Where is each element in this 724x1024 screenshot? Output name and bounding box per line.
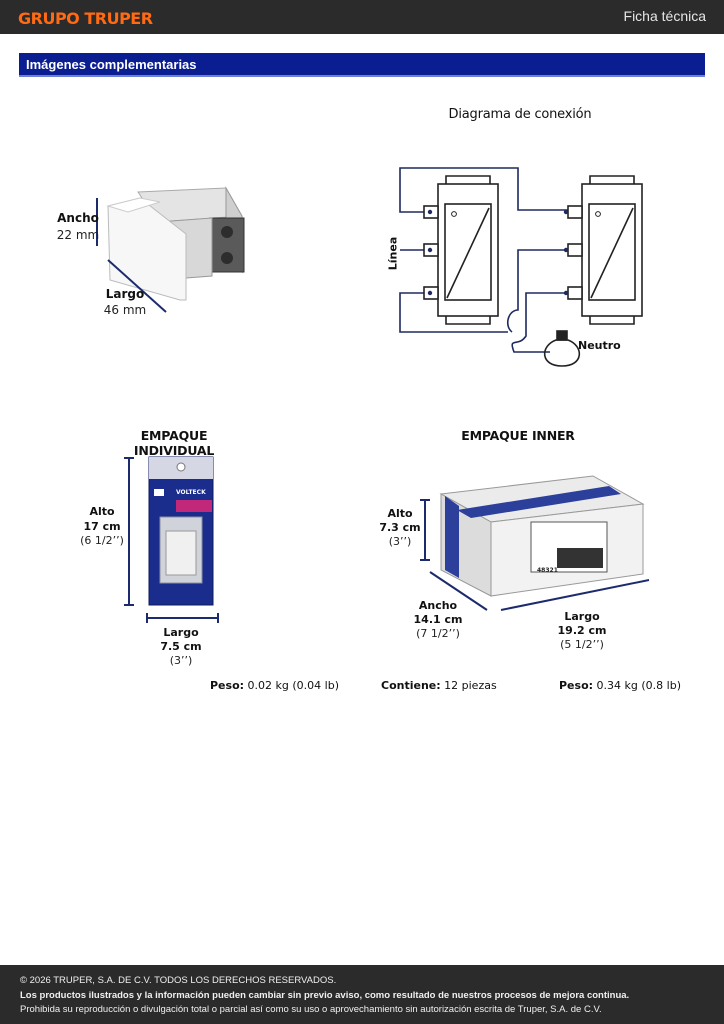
diagram-line-label: Línea: [386, 236, 400, 271]
top-header-bar: GRUPO TRUPER Ficha técnica: [0, 0, 724, 34]
individual-height-in: (6 1/2’’): [80, 534, 124, 547]
switch-2-bottom-clip: [589, 316, 635, 325]
inner-width-in: (7 1/2’’): [416, 627, 460, 640]
inner-height-cm: 7.3 cm: [379, 521, 421, 534]
wire-junction-dot: [427, 247, 433, 253]
wire-traveler: [506, 249, 568, 333]
wire-neutral: [511, 292, 568, 353]
footer-copyright: © 2026 TRUPER, S.A. DE C.V. TODOS LOS DE…: [20, 975, 337, 986]
inner-width-label: Ancho: [418, 599, 458, 612]
inner-length-in: (5 1/2’’): [560, 638, 604, 651]
inner-width-cm: 14.1 cm: [413, 613, 463, 626]
blister-brand-band: [176, 500, 212, 512]
box-tape-side: [445, 496, 459, 578]
diagram-neutral-label: Neutro: [578, 339, 621, 352]
depth-dimension-line: [429, 571, 488, 611]
inner-length-cm: 19.2 cm: [557, 624, 607, 637]
length-dimension-line: [107, 259, 167, 313]
switch-1-diagonal: [446, 207, 490, 299]
wire-line-lower: [399, 292, 508, 333]
individual-weight-value: 0.02 kg (0.04 lb): [247, 679, 339, 692]
wire-junction-dot: [563, 290, 569, 296]
inner-contents: Contiene: 12 piezas: [381, 679, 497, 692]
inner-contents-label: Contiene:: [381, 679, 441, 692]
length-dimension-line: [500, 579, 650, 611]
individual-height-label: Alto: [89, 505, 115, 518]
lightbulb-base-icon: [556, 330, 568, 341]
product-length-label: Largo: [105, 287, 145, 301]
connection-diagram: [399, 167, 643, 367]
inner-height-in: (3’’): [388, 535, 412, 548]
switch-1-indicator: [451, 211, 457, 217]
switch-product-image: [96, 186, 245, 313]
box-code: 48321: [537, 567, 558, 574]
blister-product: [165, 530, 197, 576]
individual-package-title: EMPAQUE INDIVIDUAL: [133, 428, 215, 458]
box-barcode: [557, 548, 603, 568]
section-title: Imágenes complementarias: [26, 57, 197, 72]
inner-weight-label: Peso:: [559, 679, 594, 692]
section-header: Imágenes complementarias: [19, 53, 705, 77]
wire-junction-dot: [563, 209, 569, 215]
individual-length-label: Largo: [163, 626, 199, 639]
individual-weight-label: Peso:: [210, 679, 245, 692]
hang-hole: [176, 462, 186, 472]
inner-package-title: EMPAQUE INNER: [461, 428, 575, 443]
switch-1-rocker: [444, 203, 492, 301]
wire-junction-dot: [563, 247, 569, 253]
switch-rocker-top: [106, 197, 161, 213]
product-length-value: 46 mm: [103, 303, 147, 317]
inner-weight-value: 0.34 kg (0.8 lb): [596, 679, 681, 692]
inner-weight: Peso: 0.34 kg (0.8 lb): [559, 679, 681, 692]
switch-2-tab: [567, 205, 583, 219]
individual-weight: Peso: 0.02 kg (0.04 lb): [210, 679, 339, 692]
wire-junction-dot: [427, 209, 433, 215]
brand-logo: GRUPO TRUPER: [18, 9, 153, 28]
switch-2-tab: [567, 286, 583, 300]
wire-junction-dot: [427, 290, 433, 296]
switch-1-top-clip: [445, 175, 491, 184]
switch-2-diagonal: [590, 207, 634, 299]
box-tape-top: [457, 486, 621, 518]
blister-brand-text: VOLTECK: [176, 489, 206, 496]
lightbulb-icon: [543, 339, 581, 367]
product-width-value: 22 mm: [56, 228, 100, 242]
inner-length-label: Largo: [564, 610, 600, 623]
switch-1-bottom-clip: [445, 316, 491, 325]
wire-line-top: [399, 167, 568, 213]
footer-prohibition: Prohibida su reproducción o divulgación …: [20, 1004, 602, 1015]
switch-terminal-screw: [221, 226, 233, 238]
individual-height-cm: 17 cm: [83, 520, 121, 533]
individual-package-image: [124, 456, 219, 623]
individual-length-in: (3’’): [169, 654, 193, 667]
document-type: Ficha técnica: [623, 8, 706, 24]
footer-notice: Los productos ilustrados y la informació…: [20, 990, 630, 1001]
page-footer: © 2026 TRUPER, S.A. DE C.V. TODOS LOS DE…: [0, 965, 724, 1024]
switch-2-rocker: [588, 203, 636, 301]
switch-2-indicator: [595, 211, 601, 217]
switch-2-top-clip: [589, 175, 635, 184]
diagram-title: Diagrama de conexión: [448, 107, 592, 122]
inner-height-label: Alto: [387, 507, 413, 520]
blister-logo: [154, 489, 164, 496]
switch-terminal-screw: [221, 252, 233, 264]
individual-length-cm: 7.5 cm: [160, 640, 202, 653]
inner-contents-value: 12 piezas: [444, 679, 497, 692]
switch-2-tab: [567, 243, 583, 257]
product-width-label: Ancho: [57, 211, 99, 225]
inner-box-image: [420, 475, 650, 611]
